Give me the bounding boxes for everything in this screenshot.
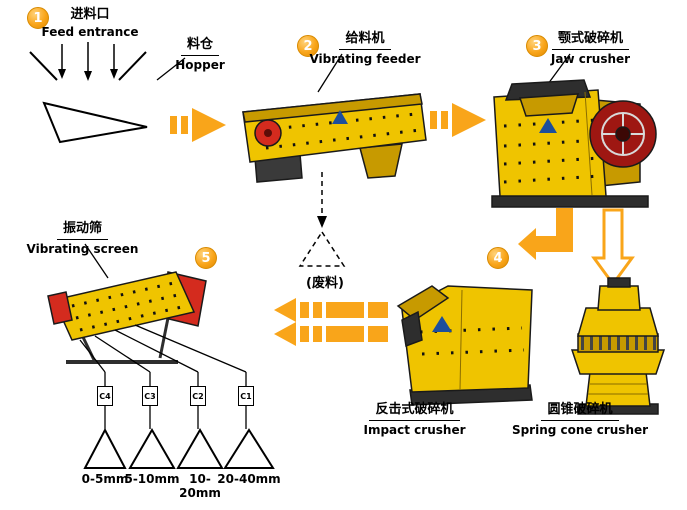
vibrating-screen-machine (47, 271, 207, 364)
feed-flow-arrows (58, 42, 118, 81)
conveyor-box-c1: C1 (238, 386, 254, 406)
jaw-dots-row (503, 118, 597, 128)
impact-panel-line (459, 289, 463, 391)
screen-discharge-box (47, 291, 73, 325)
output-size-label-1: 0-5mm (81, 472, 129, 486)
label-hopper-en: Hopper (175, 58, 225, 73)
conveyor-box-c2: C2 (190, 386, 206, 406)
label-hopper-cn: 料仓 (180, 37, 219, 57)
impact-feed-chute (396, 285, 450, 321)
jaw-panel-line (584, 91, 593, 196)
jaw-crusher-machine (491, 79, 657, 208)
cone-top-cap (607, 277, 631, 288)
output-size-label-2: 5-10mm (124, 472, 180, 486)
conveyor-lines (79, 324, 247, 429)
label-vibrating-screen-cn: 振动筛 (56, 221, 108, 241)
step-badge-4: 4 (487, 247, 509, 269)
label-cone-crusher-cn: 圆锥破碎机 (541, 402, 619, 422)
step-badge-2: 2 (297, 35, 319, 57)
output-pile-triangle (176, 428, 224, 469)
label-impact-crusher-cn: 反击式破碎机 (369, 402, 460, 422)
feeder-top-edge (242, 93, 423, 123)
label-vibrating-screen: 振动筛 Vibrating screen (15, 217, 150, 257)
conveyor-fan-line (94, 335, 151, 373)
conveyor-box-c3: C3 (142, 386, 158, 406)
arrow-crushers-to-screen-lower (274, 322, 388, 346)
impact-opening (401, 310, 423, 348)
funnel-left-wall (29, 51, 58, 81)
cone-crusher-machine (570, 277, 666, 415)
conveyor-fan-line (114, 329, 199, 373)
feeder-motor-hub (264, 129, 272, 137)
feeder-stand (359, 143, 403, 179)
step-badge-5: 5 (195, 247, 217, 269)
label-feed-entrance-cn: 进料口 (70, 7, 110, 22)
waste-pile-triangle (298, 230, 346, 267)
jaw-base (491, 195, 649, 208)
jaw-dots-row (503, 138, 599, 148)
impact-logo-icon (432, 316, 452, 332)
label-jaw-crusher: 颚式破碎机 Jaw crusher (528, 27, 653, 67)
arrow-jaw-to-cone (591, 208, 635, 287)
impact-body (401, 285, 533, 393)
jaw-flywheel-hub (615, 126, 631, 142)
step-badge-1: 1 (27, 7, 49, 29)
screen-leg (80, 334, 97, 363)
output-piles (83, 427, 275, 469)
jaw-logo-icon (539, 118, 557, 133)
label-vibrating-feeder-en: Vibrating feeder (309, 52, 421, 67)
feeder-logo-icon (332, 110, 348, 124)
screen-leg (158, 317, 170, 359)
leader-hopper (156, 57, 186, 81)
cone-bowl (577, 307, 659, 337)
arrow-feeder-to-jaw (430, 103, 486, 137)
arrow-jaw-to-impact (518, 208, 573, 260)
arrow-hopper-to-feeder (170, 108, 226, 142)
label-vibrating-feeder-cn: 给料机 (339, 31, 391, 51)
output-pile-triangle (128, 428, 176, 469)
arrow-crushers-to-screen-upper (274, 298, 388, 322)
label-cone-crusher-en: Spring cone crusher (511, 423, 649, 438)
jaw-dots-row (503, 174, 601, 184)
step-badge-3: 3 (526, 35, 548, 57)
conveyor-fan-line (79, 339, 106, 373)
vibrating-feeder-machine (242, 93, 427, 183)
label-hopper: 料仓 Hopper (160, 33, 240, 73)
hopper-funnel (29, 51, 147, 81)
label-feed-entrance-en: Feed entrance (41, 25, 139, 40)
conveyor-fan-line (134, 324, 247, 373)
screen-deck (52, 271, 196, 341)
output-size-label-3: 10-20mm (179, 472, 221, 500)
jaw-mouth (518, 93, 580, 117)
feed-pile-triangle (42, 101, 148, 144)
label-jaw-crusher-en: Jaw crusher (550, 52, 631, 67)
label-jaw-crusher-cn: 颚式破碎机 (551, 31, 629, 51)
leader-screen (84, 243, 109, 279)
output-pile-triangle (83, 427, 127, 469)
feed-arrow-head (110, 69, 118, 79)
jaw-dots-row (503, 156, 601, 166)
output-pile-triangle (223, 428, 275, 469)
feed-arrow-head (84, 71, 92, 81)
label-impact-crusher-en: Impact crusher (363, 423, 466, 438)
funnel-right-wall (118, 51, 147, 81)
leader-feeder (317, 53, 343, 93)
label-cone-crusher: 圆锥破碎机 Spring cone crusher (505, 398, 655, 438)
label-feed-entrance: 进料口 Feed entrance (35, 3, 145, 40)
cone-lower-flare (570, 349, 666, 375)
feed-arrow-head (58, 69, 66, 79)
impact-crusher-machine (396, 285, 533, 406)
label-vibrating-screen-en: Vibrating screen (26, 242, 139, 257)
label-vibrating-feeder: 给料机 Vibrating feeder (305, 27, 425, 67)
leader-jaw (547, 53, 571, 85)
label-impact-crusher: 反击式破碎机 Impact crusher (352, 398, 477, 438)
cone-top-box (597, 285, 641, 311)
waste-path (298, 172, 346, 267)
conveyor-box-c4: C4 (97, 386, 113, 406)
label-waste: (废料) (306, 276, 344, 291)
waste-arrow-head (317, 216, 327, 228)
output-size-label-4: 20-40mm (217, 472, 281, 486)
